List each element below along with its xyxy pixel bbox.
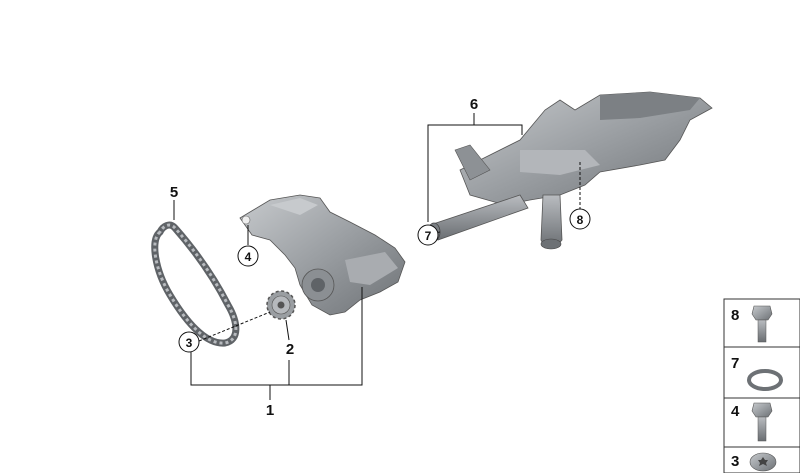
callout-7-text: 7 [425, 229, 432, 243]
callout-3-text: 3 [186, 336, 193, 350]
legend-number-3: 3 [731, 453, 739, 470]
callout-labels: 6 5 2 1 4 3 7 8 [170, 96, 591, 419]
legend-number-8: 8 [731, 307, 739, 324]
timing-chain [151, 221, 240, 347]
callout-4-text: 4 [245, 250, 252, 264]
callout-7: 7 [417, 224, 439, 246]
label-2: 2 [286, 341, 294, 358]
legend-number-4: 4 [731, 403, 740, 420]
callout-8: 8 [569, 208, 591, 230]
torx-screw-icon [749, 452, 777, 472]
leader-lines [173, 113, 581, 400]
legend-number-7: 7 [731, 355, 739, 372]
bolt-icon [751, 305, 773, 343]
callout-3: 3 [178, 331, 200, 353]
oil-pickup-baffle [427, 91, 713, 250]
parts-legend: 8 7 4 3 [723, 298, 800, 473]
callout-8-text: 8 [577, 213, 584, 227]
label-1: 1 [266, 402, 274, 419]
callout-4: 4 [237, 245, 259, 267]
label-6: 6 [470, 96, 478, 113]
sprocket [266, 290, 296, 320]
label-5: 5 [170, 184, 178, 201]
bolt-icon [751, 402, 773, 442]
oil-pump-body [239, 194, 406, 316]
o-ring-icon [747, 369, 783, 391]
